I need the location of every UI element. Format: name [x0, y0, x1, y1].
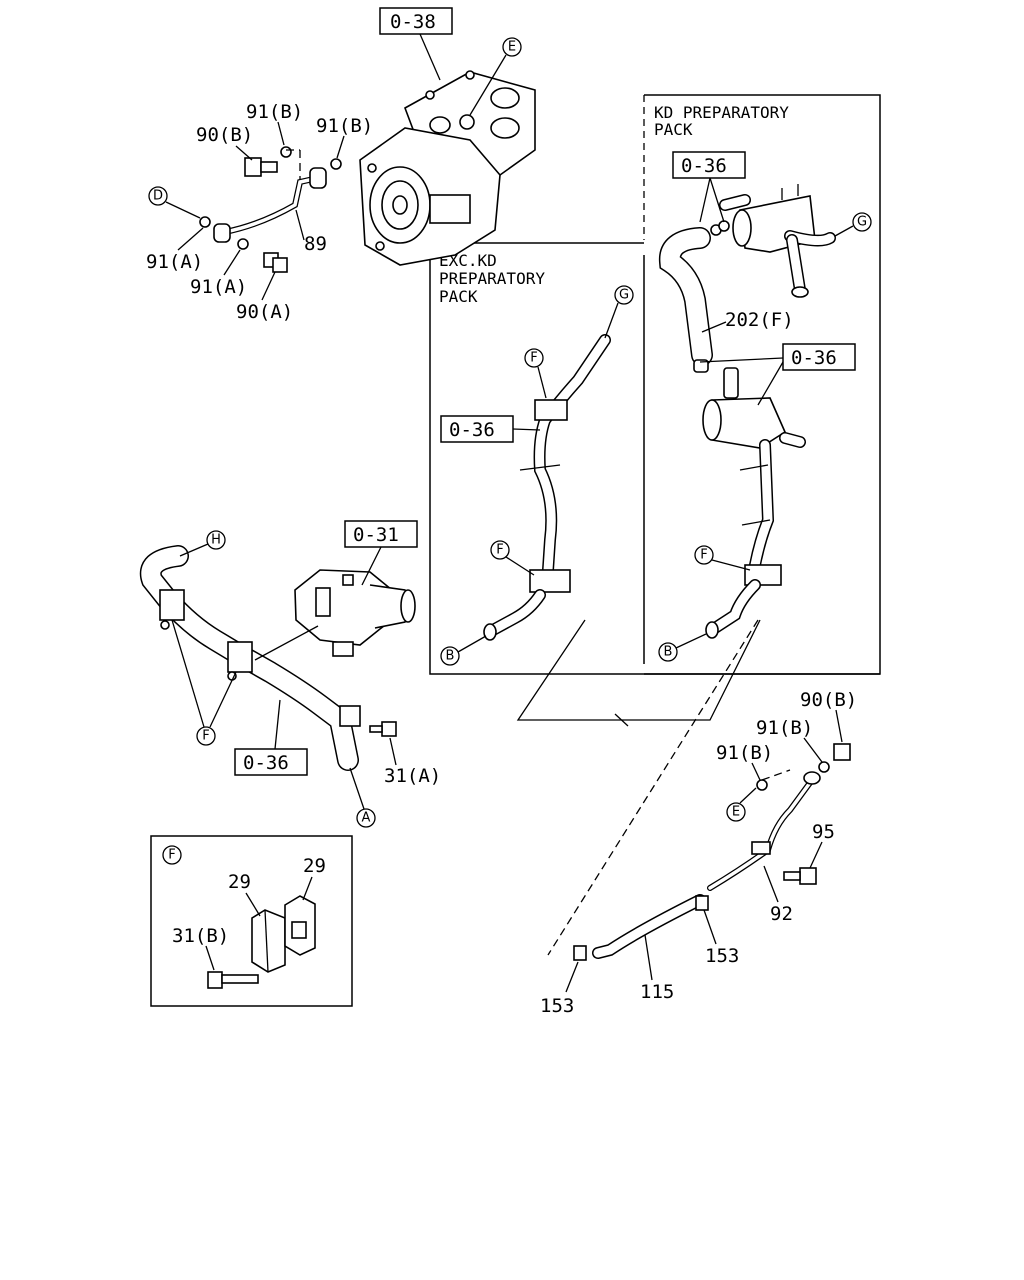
- bolt-90a: [263, 252, 288, 273]
- bolt-95: [783, 867, 817, 885]
- svg-text:G: G: [857, 215, 867, 230]
- ref-0-36-kd-mid: 0-36: [791, 347, 837, 369]
- hose-115: [592, 894, 706, 959]
- detail-f-marker: [162, 845, 182, 865]
- svg-text:F: F: [700, 548, 707, 563]
- clip-153-lower: [573, 945, 587, 961]
- label-91b-d: 91(B): [716, 742, 773, 764]
- thermostat-housing: [294, 569, 416, 657]
- kd-heater-lower: [693, 359, 806, 571]
- ref-0-36-exc: 0-36: [449, 419, 495, 441]
- bolt-31b: [207, 971, 259, 989]
- label-90b-a: 90(B): [196, 124, 253, 146]
- tube-89: [213, 167, 327, 243]
- kd-heater-upper: [719, 184, 836, 298]
- detail-f-frame: [150, 835, 353, 1007]
- washer-91b-2: [330, 158, 342, 170]
- svg-text:B: B: [446, 649, 455, 664]
- label-90a: 90(A): [236, 301, 293, 323]
- marker-f-exc-bottom: [490, 540, 510, 560]
- svg-text:H: H: [211, 533, 221, 548]
- marker-e-lower: [726, 802, 746, 822]
- ref-0-36-main: 0-36: [243, 752, 289, 774]
- exc-kd-frame: [429, 242, 880, 675]
- label-89: 89: [304, 233, 327, 255]
- washer-91a-1: [199, 216, 211, 228]
- marker-f-exc-top: [524, 348, 544, 368]
- washer-91a-2: [237, 238, 249, 250]
- marker-b-kd: [658, 642, 678, 662]
- svg-text:E: E: [508, 40, 516, 55]
- label-153-a: 153: [705, 945, 739, 967]
- svg-text:D: D: [153, 189, 163, 204]
- svg-text:E: E: [732, 805, 740, 820]
- bolt-90b-lower: [833, 743, 851, 761]
- label-115: 115: [640, 981, 674, 1003]
- marker-f-main: [196, 726, 216, 746]
- ref-box-0-38: [379, 7, 453, 35]
- exc-panel-title-line2: PREPARATORY: [439, 269, 545, 288]
- label-91a-b: 91(A): [190, 276, 247, 298]
- ref-box-0-36-exc: [440, 415, 514, 443]
- label-91b-b: 91(B): [316, 115, 373, 137]
- ref-box-0-36-kd-top: [672, 151, 746, 179]
- air-compressor: [359, 70, 536, 266]
- marker-g-kd: [852, 212, 872, 232]
- kd-preparatory-frame: [643, 94, 881, 675]
- marker-f-kd: [694, 545, 714, 565]
- marker-e-top: [502, 37, 522, 57]
- washer-91b-3: [818, 761, 830, 773]
- label-91a-a: 91(A): [146, 251, 203, 273]
- svg-text:A: A: [362, 811, 371, 826]
- label-29-a: 29: [228, 871, 251, 893]
- label-91b-c: 91(B): [756, 717, 813, 739]
- clamp-29-b: [284, 895, 316, 956]
- ref-0-38: 0-38: [390, 11, 436, 33]
- marker-h: [206, 530, 226, 550]
- label-90b-b: 90(B): [800, 689, 857, 711]
- marker-b-exc: [440, 646, 460, 666]
- washer-91b-4: [756, 779, 768, 791]
- ref-box-0-36-main: [234, 748, 308, 776]
- label-95: 95: [812, 821, 835, 843]
- marker-g-exc: [614, 285, 634, 305]
- label-202f: 202(F): [725, 309, 794, 331]
- tube-92: [707, 771, 821, 891]
- ref-0-31: 0-31: [353, 524, 399, 546]
- label-31b: 31(B): [172, 925, 229, 947]
- svg-text:F: F: [530, 351, 537, 366]
- kd-panel-title-line1: KD PREPARATORY: [654, 103, 789, 122]
- bolt-31a: [369, 721, 397, 737]
- label-92: 92: [770, 903, 793, 925]
- svg-text:F: F: [202, 729, 209, 744]
- label-31a: 31(A): [384, 765, 441, 787]
- exc-panel-title-line3: PACK: [439, 287, 478, 306]
- bolt-90b-top: [244, 157, 278, 177]
- svg-text:F: F: [496, 543, 503, 558]
- clip-153-upper: [695, 895, 709, 911]
- label-91b-a: 91(B): [246, 101, 303, 123]
- svg-text:F: F: [168, 848, 175, 863]
- label-153-b: 153: [540, 995, 574, 1017]
- label-29-b: 29: [303, 855, 326, 877]
- water-pipe-main: [139, 545, 361, 771]
- washer-91b-1: [280, 146, 292, 158]
- hose-202f: [658, 220, 730, 366]
- ref-0-36-kd-top: 0-36: [681, 155, 727, 177]
- svg-text:G: G: [619, 288, 629, 303]
- kd-panel-title-line2: PACK: [654, 120, 693, 139]
- svg-text:B: B: [664, 645, 673, 660]
- clamp-29-a: [251, 909, 286, 973]
- marker-a: [356, 808, 376, 828]
- marker-d: [148, 186, 168, 206]
- exc-pipe: [483, 334, 611, 641]
- ref-box-0-36-kd-mid: [782, 343, 856, 371]
